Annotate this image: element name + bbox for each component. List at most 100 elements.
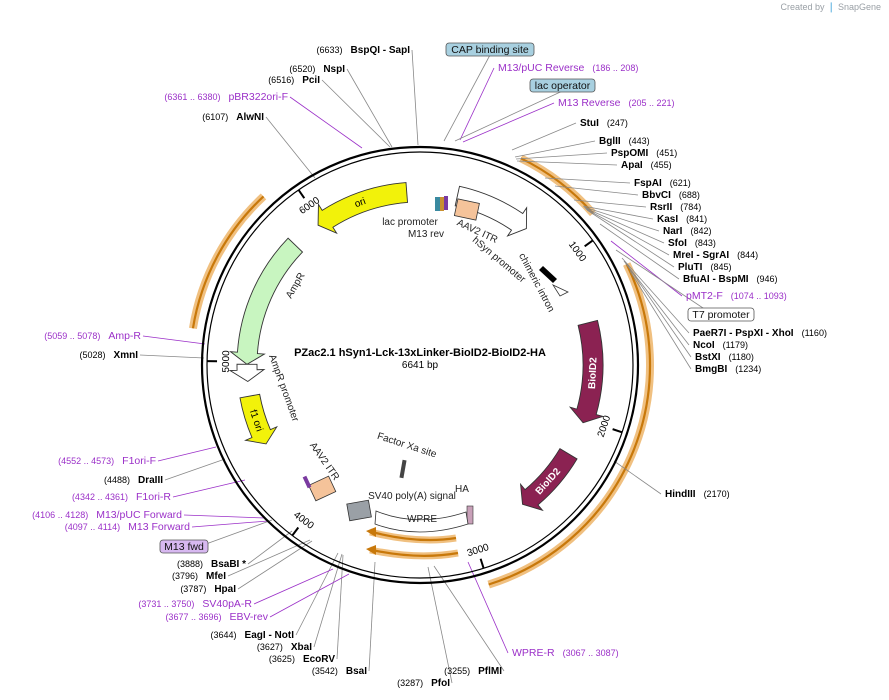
orange-small-arrow-2-core: [371, 548, 459, 557]
leader-line: [462, 102, 555, 143]
leader-line: [265, 116, 316, 179]
site-position: (3255): [444, 666, 470, 676]
feature-text-label: SV40 poly(A) signal: [368, 491, 456, 502]
site-name: KasI: [657, 214, 678, 225]
restriction-site: (6633)BspQI - SapI: [317, 45, 411, 56]
feature-ampr-promoter: [228, 363, 266, 383]
site-position: (3644): [211, 630, 237, 640]
site-position: (843): [695, 238, 716, 248]
feature-label-ori: ori: [353, 196, 367, 210]
snapgene-credit: Created by ❘ SnapGene: [781, 2, 882, 13]
feature-text-label: M13 rev: [408, 229, 444, 240]
site-name: PflMI: [478, 666, 502, 677]
credit-prefix: Created by: [780, 2, 825, 12]
tick-mark: [584, 239, 594, 248]
site-position: (3542): [312, 666, 338, 676]
orange-small-arrow-1-core: [371, 530, 457, 542]
restriction-site: NarI(842): [663, 226, 711, 237]
leader-line: [411, 49, 419, 146]
leader-line: [433, 565, 505, 672]
primer-range: (205 .. 221): [628, 98, 674, 108]
leader-line: [183, 514, 266, 519]
feature-text-label: HA: [455, 484, 469, 495]
plasmid-name: PZac2.1 hSyn1-Lck-13xLinker-BioID2-BioID…: [294, 347, 546, 359]
site-position: (3287): [397, 678, 423, 688]
feature-text-label: lac promoter: [382, 217, 438, 228]
site-name: BstXI: [695, 352, 721, 363]
leader-line: [459, 67, 495, 141]
primer-label: (3731 .. 3750)SV40pA-R: [138, 598, 252, 610]
leader-line: [139, 354, 205, 359]
primer-name: M13 Forward: [128, 521, 190, 533]
leader-line: [368, 561, 376, 672]
site-position: (443): [629, 136, 650, 146]
site-name: NspI: [323, 64, 345, 75]
ha-tag-box: [466, 505, 474, 525]
restriction-site-labels: StuI(247)BglII(443)PspOMI(451)ApaI(455)F…: [80, 45, 827, 689]
site-name: BglII: [599, 136, 621, 147]
site-name: AlwNI: [236, 112, 264, 123]
restriction-site: BstXI (1180): [695, 352, 754, 363]
site-position: (3625): [269, 654, 295, 664]
leader-line: [514, 140, 596, 158]
leader-line: [544, 177, 631, 184]
site-name: BmgBI: [695, 364, 727, 375]
leader-lines: [139, 49, 722, 684]
primer-range: (6361 .. 6380): [164, 92, 220, 102]
leader-line: [610, 240, 683, 297]
tick-label: 3000: [466, 542, 491, 559]
site-position: (247): [607, 118, 628, 128]
site-position: (6633): [317, 45, 343, 55]
tick-label: 5000: [221, 350, 232, 373]
site-name: EcoRV: [303, 654, 335, 665]
site-name: DraIII: [138, 475, 163, 486]
site-position: (1179): [723, 340, 748, 350]
leader-line: [584, 207, 665, 244]
leader-line: [623, 260, 690, 346]
restriction-site: (3287)PfoI: [397, 678, 450, 689]
site-name: BbvCI: [642, 190, 671, 201]
leader-line: [511, 122, 577, 151]
badge-label: T7 promoter: [692, 309, 750, 321]
primer-label: (5059 .. 5078)Amp-R: [44, 330, 141, 342]
primer-name: F1ori-F: [122, 455, 156, 467]
restriction-site: (6516)PciI: [268, 75, 320, 86]
primer-range: (3677 .. 3696): [165, 612, 221, 622]
site-position: (5028): [80, 350, 106, 360]
itr-left-box: [453, 198, 480, 221]
leader-line: [346, 68, 393, 148]
site-position: (451): [656, 148, 677, 158]
site-name: FspAI: [634, 178, 662, 189]
wpre-box: [374, 510, 469, 533]
restriction-site: (3627)XbaI: [257, 642, 312, 653]
tick-mark: [479, 558, 485, 569]
feature-text-label: AmpR: [284, 271, 307, 301]
restriction-site: (5028)XmnI: [80, 350, 139, 361]
leader-line: [613, 460, 662, 495]
leader-line: [583, 206, 660, 232]
m13-rev-mark: [440, 197, 444, 211]
backbone-inner-ring: [206, 151, 634, 579]
site-position: (3888): [177, 559, 203, 569]
small-features: [302, 196, 569, 560]
orange-arc-2-core: [488, 263, 652, 586]
primer-range: (4342 .. 4361): [72, 492, 128, 502]
tick-mark: [297, 189, 306, 199]
feature-badge: [687, 307, 755, 322]
primer-range: (5059 .. 5078): [44, 331, 100, 341]
leader-line: [585, 208, 670, 256]
site-name: PciI: [302, 75, 320, 86]
restriction-site: PluTI(845): [678, 262, 731, 273]
badge-label: CAP binding site: [451, 44, 529, 56]
primer-range: (3731 .. 3750): [138, 599, 194, 609]
site-name: PaeR7I - PspXI - XhoI: [693, 328, 794, 339]
primer-label: M13 Reverse(205 .. 221): [558, 97, 674, 109]
site-name: SfoI: [668, 238, 687, 249]
ori-site-mark: [302, 475, 312, 489]
feature-label-bioid2-1: BioID2: [587, 357, 599, 390]
orange-arrowhead-1: [366, 527, 376, 537]
restriction-site: PaeR7I - PspXI - XhoI(1160): [693, 328, 827, 339]
site-position: (1180): [729, 352, 754, 362]
